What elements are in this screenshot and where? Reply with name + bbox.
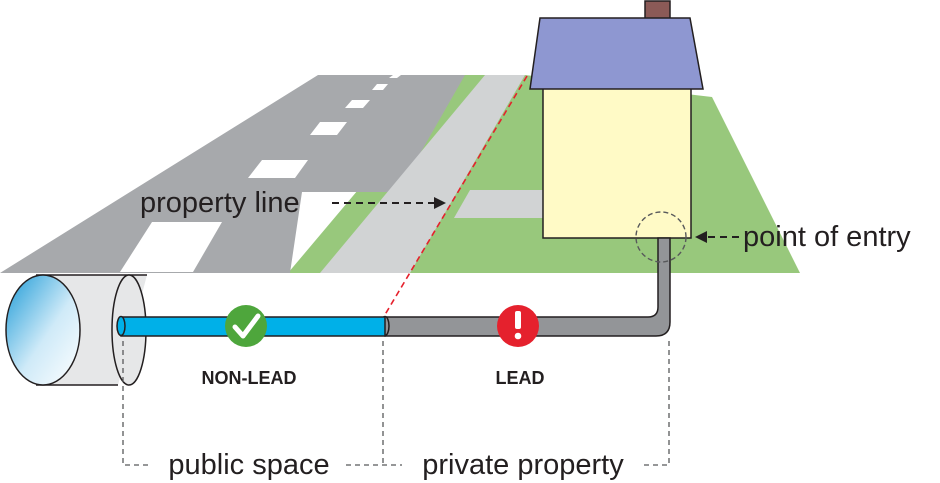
- lead-label: LEAD: [496, 368, 545, 388]
- road: [0, 75, 465, 273]
- point-of-entry-label: point of entry: [743, 221, 911, 253]
- exclamation-icon: [497, 305, 539, 347]
- point-of-entry-marker: [635, 211, 687, 263]
- public-space-label: public space: [168, 449, 329, 481]
- non-lead-pipe-start: [116, 315, 126, 337]
- section-brackets: [122, 341, 670, 466]
- property-line-label: property line: [140, 187, 300, 219]
- house-wall: [542, 85, 692, 239]
- private-property-label: private property: [422, 449, 624, 481]
- non-lead-label: NON-LEAD: [202, 368, 297, 388]
- water-main: [5, 274, 147, 386]
- house: [529, 0, 704, 239]
- property-line-callout: [332, 197, 446, 209]
- lead-pipe: [384, 237, 671, 337]
- point-of-entry-callout: [695, 231, 742, 243]
- sidewalk: [320, 75, 525, 273]
- property-line: [382, 75, 528, 319]
- lane-markings: [120, 75, 401, 272]
- checkmark-icon: [225, 305, 267, 347]
- walkway: [454, 190, 544, 218]
- roof: [529, 17, 704, 90]
